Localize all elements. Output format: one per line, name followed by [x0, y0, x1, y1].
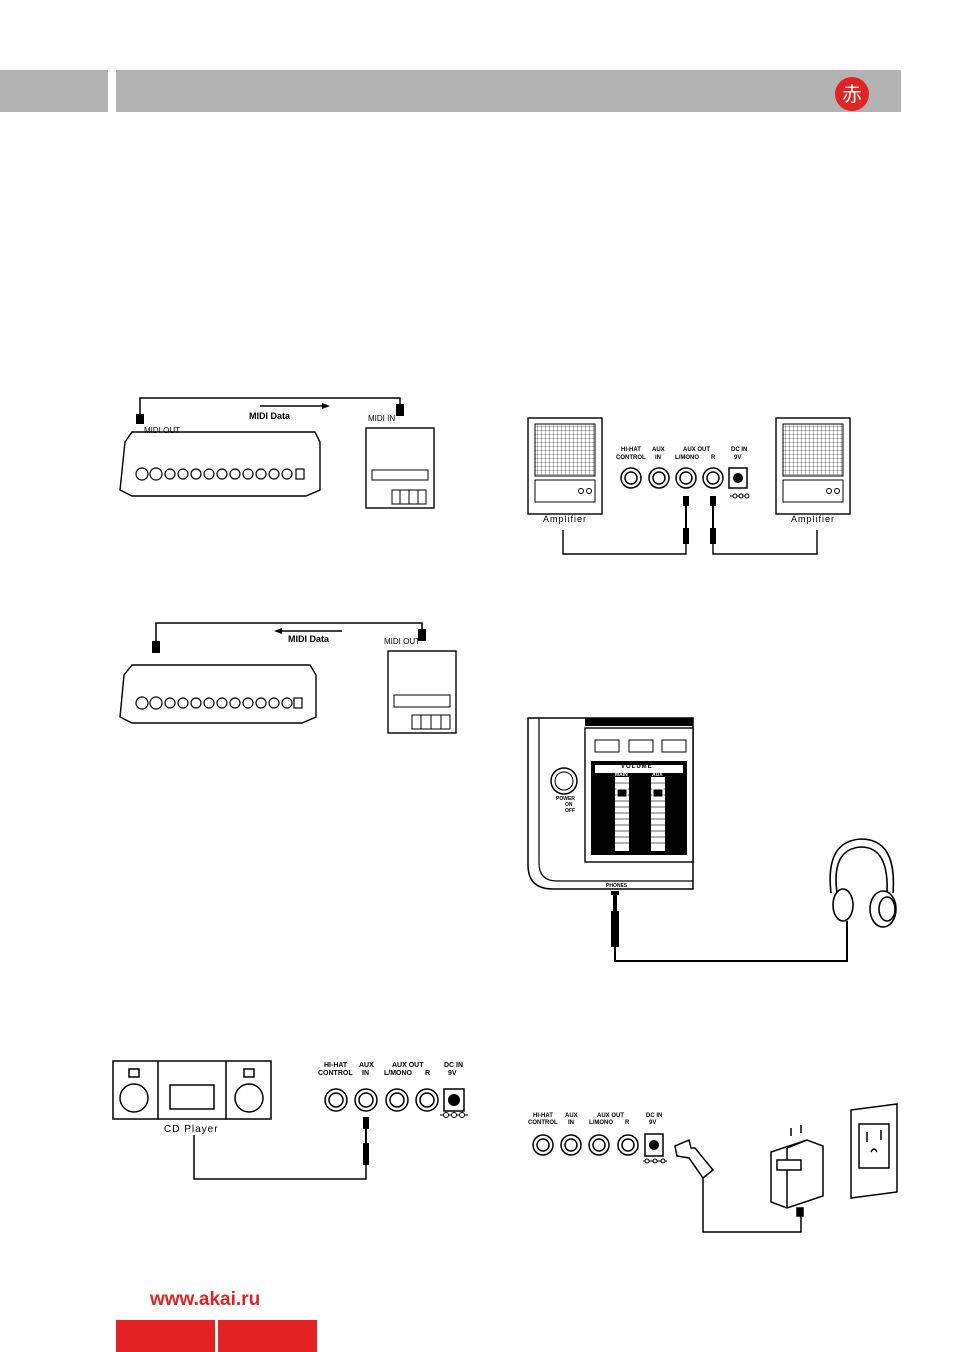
cd-jack-9v-label: 9V — [448, 1070, 457, 1077]
header-bar-left — [0, 70, 108, 112]
power-adapter-icon — [771, 1125, 823, 1216]
cd-player-label: CD Player — [164, 1124, 219, 1135]
pw-jack-auxout-label: AUX OUT — [597, 1113, 624, 1119]
akai-logo-icon: 赤 — [835, 77, 869, 111]
pw-jack-aux-label: AUX — [565, 1113, 578, 1119]
volume-aux-label: AUX — [652, 772, 663, 778]
jack-control-label: CONTROL — [616, 455, 646, 461]
midi-out-diagram: MIDI OUT MIDI Data MIDI IN — [110, 392, 450, 512]
phones-label: PHONES — [606, 883, 627, 889]
cd-player-diagram: CD Player HI-HAT CONTROL AUX IN AUX OUT … — [110, 1055, 480, 1185]
jack-auxout-label: AUX OUT — [683, 447, 710, 453]
cd-jack-dcin-label: DC IN — [444, 1062, 463, 1069]
volume-main-label: MAIN — [615, 772, 628, 778]
jack-aux-label: AUX — [652, 447, 665, 453]
midi-data-arrow-label-2: MIDI Data — [288, 634, 329, 644]
cd-jack-hihat-label: HI-HAT — [324, 1062, 347, 1069]
wall-outlet-icon — [851, 1104, 897, 1198]
amplifier-right-icon — [776, 418, 850, 514]
power-off-label: OFF — [565, 808, 575, 814]
amplifier-left-icon — [528, 418, 602, 514]
midi-out-port-label: MIDI OUT — [144, 426, 180, 435]
jack-dcin-label: DC IN — [731, 447, 747, 453]
footer-bar-right — [218, 1320, 317, 1352]
cd-jack-in-label: IN — [362, 1070, 369, 1077]
cd-jack-lmono-label: L/MONO — [384, 1070, 412, 1077]
jack-9v-label: 9V — [734, 455, 741, 461]
jack-lmono-label: L/MONO — [675, 455, 699, 461]
midi-out-port-label-2: MIDI OUT — [384, 637, 420, 646]
jack-hihat-label: HI-HAT — [621, 447, 641, 453]
amplifier-left-label: Amplifier — [543, 514, 587, 524]
pw-jack-control-label: CONTROL — [528, 1120, 558, 1126]
volume-label: VOLUME — [621, 764, 653, 770]
footer-url-link[interactable]: www.akai.ru — [150, 1289, 260, 1311]
pw-jack-in-label: IN — [568, 1120, 574, 1126]
cd-jack-control-label: CONTROL — [318, 1070, 353, 1077]
cd-player-icon — [113, 1061, 271, 1119]
jack-in-label: IN — [655, 455, 661, 461]
pw-jack-lmono-label: L/MONO — [589, 1120, 613, 1126]
midi-in-diagram: MIDI Data MIDI OUT — [110, 615, 460, 735]
cd-jack-aux-label: AUX — [359, 1062, 374, 1069]
cd-jack-r-label: R — [425, 1070, 430, 1077]
headphones-diagram: VOLUME MAIN AUX POWER ON OFF PHONES — [525, 715, 905, 970]
pw-jack-dcin-label: DC IN — [646, 1113, 662, 1119]
amplifier-right-label: Amplifier — [791, 514, 835, 524]
headphones-icon — [830, 839, 896, 927]
midi-data-arrow-label: MIDI Data — [249, 411, 290, 421]
footer-bar-left — [116, 1320, 215, 1352]
amplifier-diagram: Amplifier Amplifier HI-HAT CONTROL AUX I… — [525, 410, 865, 570]
jack-r-label: R — [711, 455, 715, 461]
midi-in-port-label: MIDI IN — [368, 414, 395, 423]
pw-jack-r-label: R — [625, 1120, 629, 1126]
pw-jack-hihat-label: HI-HAT — [533, 1113, 553, 1119]
pw-jack-9v-label: 9V — [649, 1120, 656, 1126]
cd-jack-auxout-label: AUX OUT — [392, 1062, 424, 1069]
power-adapter-diagram: HI-HAT CONTROL AUX IN AUX OUT L/MONO R D… — [525, 1100, 905, 1240]
header-bar-main — [116, 70, 901, 112]
